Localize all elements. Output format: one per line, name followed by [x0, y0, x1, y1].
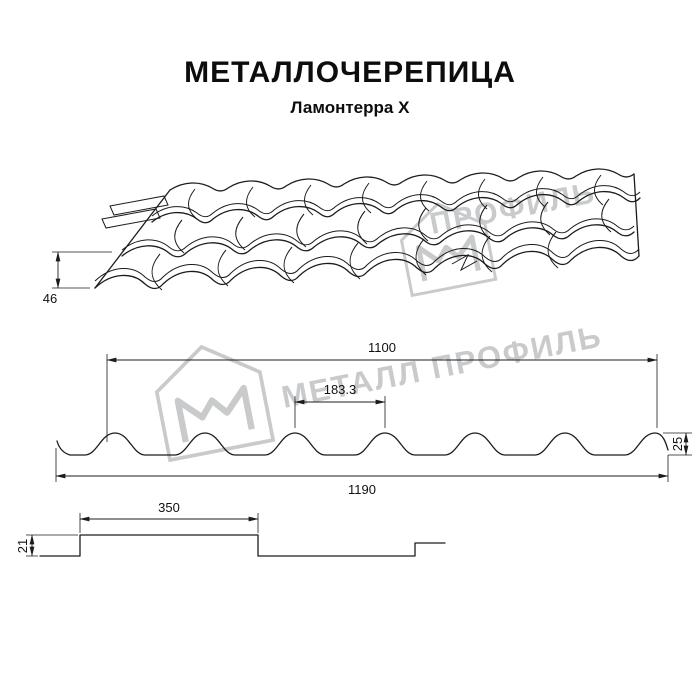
page-subtitle: Ламонтерра X [290, 98, 410, 117]
dimension-1100: 1100 [106, 340, 658, 442]
dimension-1190: 1190 [55, 448, 669, 497]
cross-section-view: 1100 183.3 25 1190 [55, 340, 692, 497]
watermark-text-fragment: ПРОФИЛЬ [427, 176, 599, 241]
dimension-25: 25 [663, 432, 692, 456]
brand-logo-icon [154, 344, 276, 463]
module-length-label: 350 [158, 500, 180, 515]
cover-width-label: 1100 [368, 340, 396, 355]
dimension-183-3: 183.3 [294, 382, 386, 428]
watermark-layer: ПРОФИЛЬ МЕТАЛЛ ПРОФИЛЬ [154, 176, 606, 463]
step-height-label: 21 [15, 539, 30, 553]
dimension-46: 46 [43, 251, 112, 306]
step-detail-view: 350 21 [15, 500, 446, 557]
cut-mark [451, 253, 478, 272]
dimension-21: 21 [15, 534, 78, 557]
mounting-strip [109, 195, 169, 216]
watermark-text: МЕТАЛЛ ПРОФИЛЬ [279, 318, 606, 415]
perspective-view: 46 [43, 168, 641, 306]
wave-step-label: 183.3 [324, 382, 357, 397]
full-width-label: 1190 [348, 482, 376, 497]
page-title: МЕТАЛЛОЧЕРЕПИЦА [184, 56, 516, 89]
dimension-350: 350 [79, 500, 259, 533]
sheet-height-label: 46 [43, 291, 57, 306]
mounting-strip [101, 208, 161, 229]
profile-height-label: 25 [670, 437, 685, 451]
